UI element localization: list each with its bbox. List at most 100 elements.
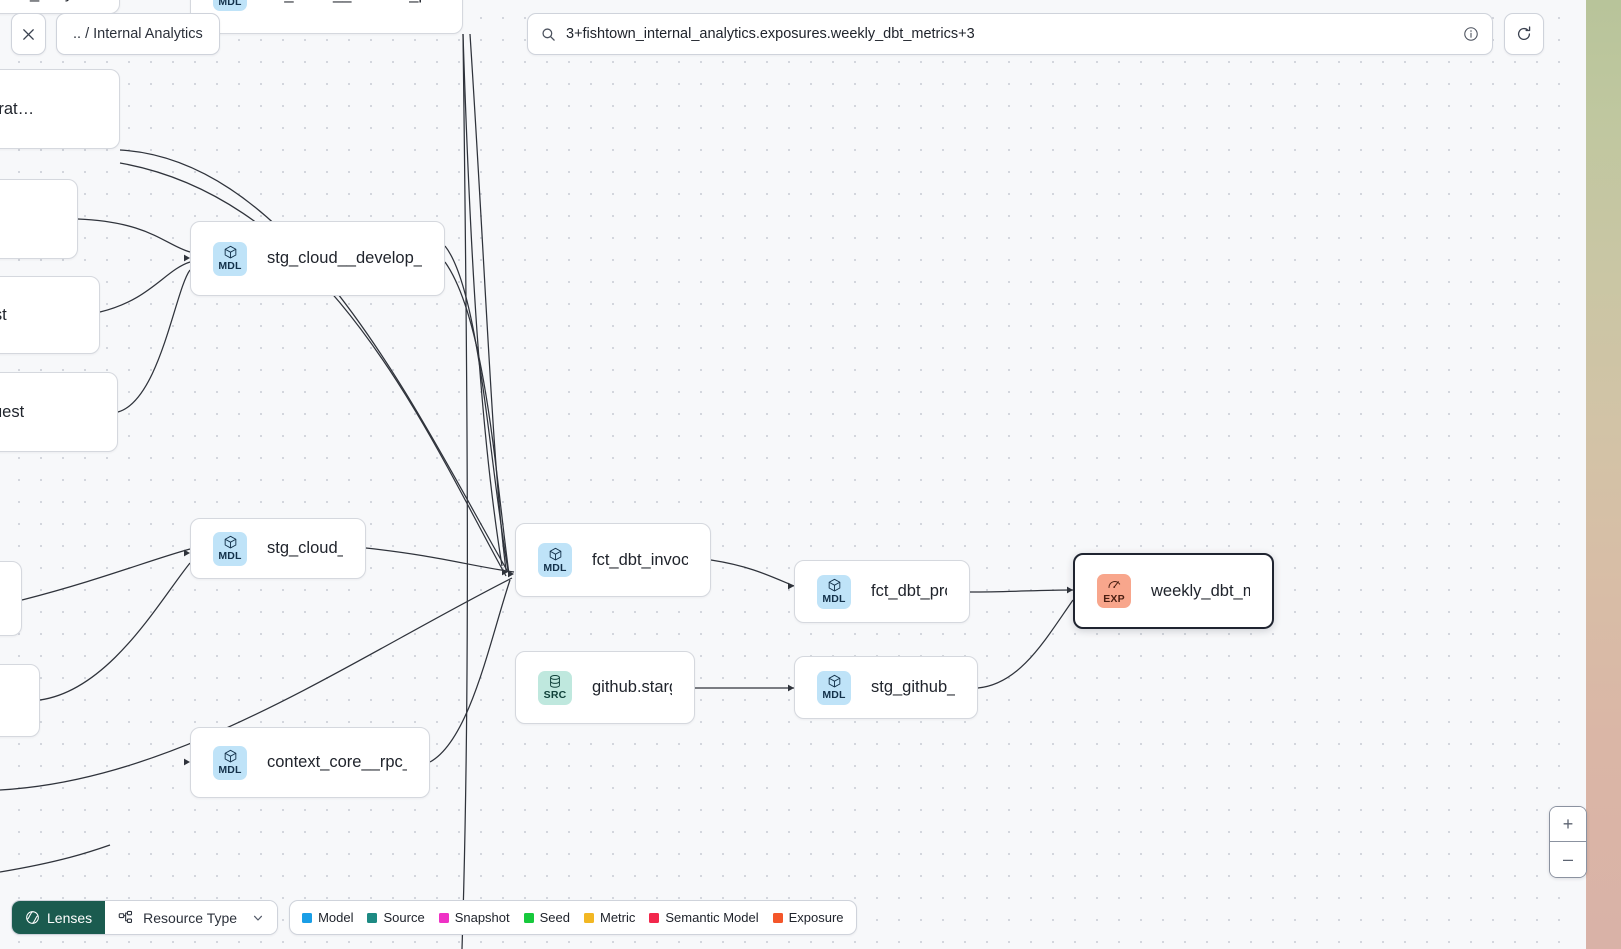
node-label: context_core__rpc_request [267, 753, 407, 771]
zoom-out-button[interactable]: – [1550, 842, 1586, 877]
graph-node[interactable]: MDL context_core__rpc_request [190, 727, 430, 798]
node-label: weekly_dbt_metrics [1151, 581, 1250, 600]
lineage-canvas[interactable]: snapshot_dailyMDLint_cloud__account_plan… [0, 0, 1568, 949]
graph-node[interactable]: multicell_migrat… [0, 69, 120, 149]
graph-edge [710, 559, 795, 587]
edge-arrowhead [502, 568, 508, 576]
node-type-code: MDL [218, 260, 242, 273]
legend-item[interactable]: Semantic Model [649, 910, 759, 925]
minus-icon: – [1562, 849, 1573, 869]
legend-label: Exposure [788, 910, 844, 925]
legend-swatch [367, 912, 378, 923]
node-label: multicell_migrat… [0, 99, 35, 118]
graph-node[interactable]: MDL fct_dbt_invocations [515, 523, 711, 597]
node-type-code: MDL [543, 561, 567, 574]
graph-edge [99, 261, 191, 313]
node-type-badge-mdl: MDL [213, 745, 247, 780]
node-type-badge-mdl: MDL [213, 241, 247, 276]
graph-edge [444, 261, 510, 575]
legend-label: Snapshot [454, 910, 510, 925]
graph-edge [969, 589, 1074, 593]
graph-node[interactable]: velop_request [0, 276, 100, 354]
info-icon[interactable] [1463, 26, 1479, 42]
node-label: _develop_request [0, 402, 25, 421]
graph-node[interactable]: EXP weekly_dbt_metrics [1073, 553, 1274, 629]
graph-node[interactable]: snapshot_daily [0, 0, 120, 14]
graph-edge [977, 599, 1074, 689]
legend-swatch [302, 912, 313, 923]
resource-type-icon [118, 910, 134, 926]
refresh-button[interactable] [1504, 13, 1544, 55]
node-label: stg_cloud__develop_requests [267, 249, 422, 267]
legend-item[interactable]: Source [367, 910, 425, 925]
graph-edge [461, 33, 469, 949]
resource-type-filter[interactable]: Resource Type [105, 901, 278, 934]
node-type-badge-mdl: MDL [213, 531, 247, 566]
graph-node[interactable]: _run [0, 664, 40, 737]
cube-icon [223, 749, 238, 764]
resource-type-legend: Model Source Snapshot Seed Metric Semantic Mo… [289, 900, 857, 935]
graph-node[interactable]: SRC github.stargazers [515, 651, 695, 724]
legend-item[interactable]: Metric [584, 910, 635, 925]
node-type-badge-exp: EXP [1097, 574, 1131, 608]
node-type-code: MDL [822, 593, 846, 606]
graph-node[interactable]: MDL stg_cloud__develop_requests [190, 221, 445, 296]
node-label: fct_dbt_projects [871, 582, 947, 600]
search-input[interactable]: 3+fishtown_internal_analytics.exposures.… [566, 26, 975, 42]
lineage-search-box[interactable]: 3+fishtown_internal_analytics.exposures.… [527, 13, 1493, 55]
node-type-code: MDL [218, 550, 242, 563]
graph-edge [444, 245, 509, 571]
graph-edge [469, 33, 507, 571]
graph-edge [21, 548, 191, 601]
graph-edge [365, 547, 515, 573]
graph-node[interactable]: n [0, 561, 22, 636]
node-type-code: EXP [1103, 592, 1125, 605]
chevron-down-icon [252, 912, 264, 924]
lenses-button[interactable]: Lenses [12, 901, 106, 934]
graph-node[interactable]: _develop_request [0, 372, 118, 452]
zoom-in-button[interactable]: + [1550, 807, 1586, 842]
node-type-badge-mdl: MDL [817, 574, 851, 609]
legend-label: Semantic Model [665, 910, 759, 925]
breadcrumb-label: .. / Internal Analytics [73, 26, 203, 42]
legend-item[interactable]: Seed [523, 910, 570, 925]
edge-arrowhead [508, 570, 514, 578]
legend-swatch [772, 912, 783, 923]
graph-edge [119, 149, 509, 573]
graph-edge [117, 269, 191, 413]
legend-item[interactable]: Model [302, 910, 353, 925]
node-type-code: MDL [218, 0, 242, 8]
cube-icon [827, 578, 842, 593]
node-label: velop_request [0, 305, 7, 324]
legend-item[interactable]: Exposure [772, 910, 844, 925]
node-label: snapshot_daily [0, 0, 73, 3]
graph-edge [77, 218, 191, 253]
graph-node[interactable]: op_request [0, 179, 78, 259]
legend-label: Model [318, 910, 354, 925]
legend-swatch [523, 912, 534, 923]
graph-node[interactable]: MDL fct_dbt_projects [794, 560, 970, 623]
cube-icon [827, 674, 842, 689]
node-label: github.stargazers [592, 678, 672, 696]
lenses-group: Lenses Resource Type [11, 900, 279, 935]
node-type-badge-mdl: MDL [538, 543, 572, 577]
lenses-label: Lenses [47, 909, 93, 926]
legend-label: Seed [539, 910, 570, 925]
bottom-toolbar: Lenses Resource Type [11, 900, 857, 935]
legend-swatch [584, 912, 594, 923]
graph-node[interactable]: MDL int_cloud__account_plan_history [190, 0, 463, 34]
graph-edge [462, 33, 503, 567]
legend-swatch [438, 912, 449, 923]
resource-type-label: Resource Type [143, 909, 238, 926]
legend-swatch [649, 912, 660, 923]
legend-item[interactable]: Snapshot [438, 910, 510, 925]
node-type-code: SRC [543, 689, 567, 702]
refresh-icon [1515, 25, 1533, 43]
node-label: fct_dbt_invocations [592, 550, 688, 569]
breadcrumb[interactable]: .. / Internal Analytics [56, 13, 220, 55]
close-lineage-button[interactable] [11, 13, 46, 55]
node-label: int_cloud__account_plan_history [267, 0, 440, 4]
